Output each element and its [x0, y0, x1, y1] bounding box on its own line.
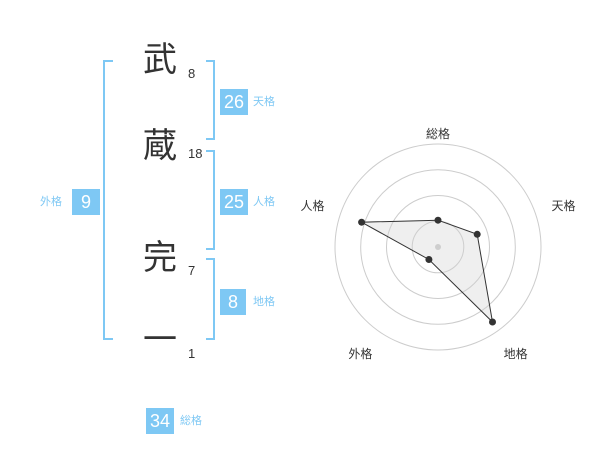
stroke-count-3: 7 — [188, 263, 196, 278]
radar-point-天格 — [473, 230, 481, 238]
tenkaku-value: 26 — [220, 89, 248, 115]
name-char-1: 武 — [143, 40, 177, 80]
jinkaku-value: 25 — [220, 189, 248, 215]
radar-axis-label-0: 総格 — [426, 126, 450, 141]
radar-ring-4 — [334, 143, 542, 351]
radar-ring-2 — [386, 195, 490, 299]
name-char-2: 蔵 — [143, 126, 177, 166]
radar-point-地格 — [489, 318, 496, 326]
soukaku-label: 総格 — [180, 414, 202, 427]
chikaku-label: 地格 — [253, 295, 275, 308]
radar-point-人格 — [358, 218, 366, 226]
radar-polygon — [359, 219, 494, 324]
stroke-count-2: 18 — [188, 146, 203, 161]
radar-point-総格 — [434, 216, 442, 224]
radar-shape — [359, 219, 494, 324]
radar-ring-3 — [360, 169, 516, 325]
chikaku-bracket — [206, 258, 215, 340]
name-char-3: 完 — [143, 238, 177, 278]
stroke-count-4: 1 — [188, 346, 196, 361]
radar-points — [358, 216, 496, 326]
name-char-4: 一 — [143, 320, 177, 360]
stroke-count-1: 8 — [188, 66, 196, 81]
tenkaku-bracket — [206, 60, 215, 140]
radar-rings — [334, 143, 542, 351]
radar-point-外格 — [425, 256, 433, 263]
radar-center-dot — [435, 244, 441, 250]
radar-axis-label-3: 外格 — [348, 346, 372, 361]
tenkaku-label: 天格 — [253, 95, 275, 108]
soukaku-value: 34 — [146, 408, 174, 434]
radar-axis-label-2: 地格 — [504, 346, 528, 361]
radar-axis-label-1: 天格 — [551, 198, 575, 213]
gaikaku-label: 外格 — [40, 195, 62, 208]
gaikaku-bracket — [103, 60, 113, 340]
gaikaku-value: 9 — [72, 189, 100, 215]
jinkaku-bracket — [206, 150, 215, 250]
jinkaku-label: 人格 — [253, 195, 275, 208]
chikaku-value: 8 — [220, 289, 246, 315]
radar-axis-label-4: 人格 — [300, 198, 324, 213]
